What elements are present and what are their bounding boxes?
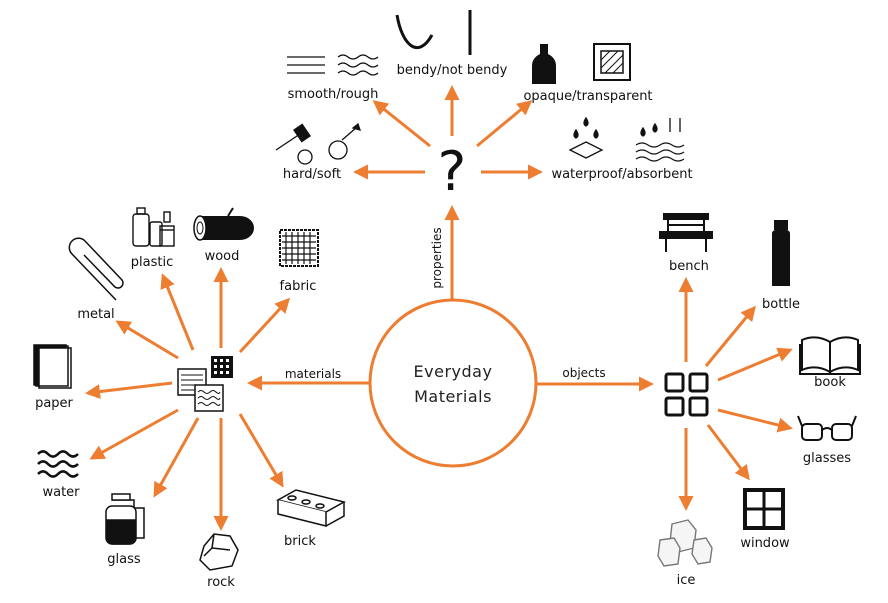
opaque-transparent-icon [532,43,631,84]
glasses-icon [797,415,857,441]
fabric-icon [279,229,319,267]
arrow-brick [238,413,284,488]
question-mark-icon: ? [438,140,467,203]
center-title-line1: Everyday [414,362,493,381]
edge-label-properties: properties [430,227,444,288]
label-opaque-transparent: opaque/transparent [523,89,652,104]
label-water: water [42,485,80,500]
metal-icon [68,237,124,301]
label-wood: wood [205,249,240,264]
ice-icon [657,519,713,567]
book-icon [799,336,861,375]
label-hard-soft: hard/soft [283,167,341,182]
label-rock: rock [207,575,235,590]
arrow-paper [85,381,173,400]
brick-icon [275,489,347,527]
wood-icon [193,207,254,241]
label-waterproof-absorbent: waterproof/absorbent [551,167,692,182]
edge-label-objects: objects [562,366,605,380]
label-ice: ice [677,573,696,588]
rock-icon [199,533,239,571]
arrow-opaque [476,100,533,148]
label-bendy-not-bendy: bendy/not bendy [397,63,508,78]
label-bottle: bottle [762,297,800,312]
objects-hub-icon [664,372,709,417]
label-book: book [814,375,846,390]
label-brick: brick [284,534,316,549]
label-metal: metal [77,307,114,322]
properties-hub: ? [438,140,467,203]
label-plastic: plastic [131,255,173,270]
waterproof-absorbent-icon [568,116,685,162]
arrow-water [89,408,179,460]
arrows [85,85,793,531]
center-title-line2: Materials [414,387,492,406]
label-bench: bench [669,259,709,274]
arrow-fabric [238,297,291,354]
water-icon [37,450,79,478]
center-node: Everyday Materials [368,298,538,468]
arrow-bottle [704,305,756,367]
arrow-plastic [160,273,195,351]
label-smooth-rough: smooth/rough [288,87,379,102]
materials-hub-icon [177,356,233,412]
arrow-glasses [717,408,793,433]
plastic-icon [132,207,175,247]
bench-icon [659,213,713,252]
label-glass: glass [107,552,141,567]
arrow-smooth [372,100,431,148]
bendy-icon [395,10,472,55]
paper-icon [33,344,72,389]
arrow-book [717,347,793,382]
label-window: window [740,536,790,551]
window-icon [743,488,785,530]
glass-icon [105,493,145,545]
hard-soft-icon [275,122,362,165]
smooth-rough-icon [287,54,379,76]
arrow-glass [153,417,200,498]
label-paper: paper [35,396,73,411]
arrow-metal [115,320,179,360]
arrow-window [706,424,750,481]
label-fabric: fabric [280,279,317,294]
bottle-icon [772,220,790,286]
label-glasses: glasses [803,451,851,466]
edge-label-materials: materials [285,367,341,381]
